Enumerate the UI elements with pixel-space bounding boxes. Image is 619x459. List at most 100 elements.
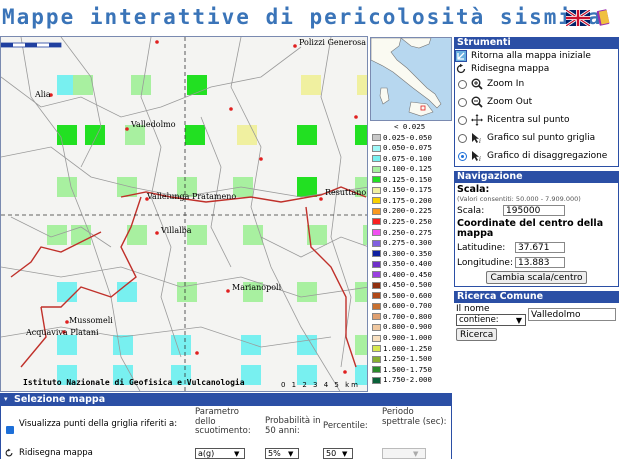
zoom-out-label: Zoom Out [487,97,533,107]
legend-swatch [372,207,381,215]
change-scale-center-button[interactable]: Cambia scala/centro [486,271,587,284]
disaggregation-chart-option[interactable]: i Grafico di disaggregazione [455,147,618,165]
legend-item: 1.500-1.750 [372,365,432,374]
grid-chart-option[interactable]: i Grafico sul punto griglia [455,129,618,147]
grid-cell[interactable] [241,365,261,385]
grid-cell[interactable] [117,177,137,197]
grid-cell[interactable] [297,125,317,145]
redraw-map-button[interactable]: Ridisegna mappa [455,62,618,75]
grid-cell[interactable] [171,335,191,355]
grid-cell[interactable] [237,125,257,145]
show-points-checkbox[interactable] [6,426,14,434]
grid-cell[interactable] [297,282,317,302]
legend-swatch [372,302,381,310]
legend-item: 0.700-0.800 [372,312,432,321]
grid-cell[interactable] [297,335,317,355]
zoom-in-option[interactable]: Zoom In [455,75,618,93]
place-marianopoli: Marianopoli [232,283,282,292]
redraw-map-link[interactable]: Ridisegna mappa [19,448,93,458]
legend-item: 0.300-0.350 [372,249,432,258]
legend-item: 1.250-1.500 [372,355,432,363]
legend-swatch [372,197,381,205]
zoom-out-icon [471,96,483,108]
grid-cell[interactable] [125,125,145,145]
help-book-icon[interactable] [596,8,611,27]
grid-cell[interactable] [301,75,321,95]
zoom-out-option[interactable]: Zoom Out [455,93,618,111]
grid-cell[interactable] [117,282,137,302]
percentile-select[interactable]: 50 ▼ [323,448,353,459]
grid-cell[interactable] [57,177,77,197]
ricerca-header: Ricerca Comune [454,291,619,303]
zoom-in-radio[interactable] [458,79,467,89]
strumenti-header: Strumenti [454,37,619,49]
latitude-input[interactable] [515,242,565,253]
grid-cell[interactable] [363,225,368,245]
grid-cell[interactable] [57,365,77,385]
place-villalba: Villalba [161,226,192,235]
recenter-option[interactable]: Ricentra sul punto [455,111,618,129]
grid-cell[interactable] [297,365,317,385]
legend-swatch [372,355,381,363]
grid-cell[interactable] [57,335,77,355]
hazard-map[interactable]: Polizzi Generosa Alia Valledolmo Vallelu… [0,36,368,392]
legend-label: 0.150-0.175 [383,185,432,195]
legend-item: 0.275-0.300 [372,239,432,247]
chevron-down-icon: ▼ [342,449,348,458]
legend-label: 1.750-2.000 [383,375,432,385]
collapse-icon[interactable]: ▾ [4,395,8,403]
grid-cell[interactable] [113,335,133,355]
grid-cell[interactable] [73,75,93,95]
grid-cell[interactable] [85,125,105,145]
legend-item: 0.050-0.075 [372,144,432,152]
grid-cell[interactable] [127,225,147,245]
show-points-label: Visualizza punti della griglia riferiti … [19,419,178,429]
grid-cell[interactable] [171,365,191,385]
recenter-radio[interactable] [458,115,467,125]
grid-cell[interactable] [187,225,207,245]
grid-cell[interactable] [241,335,261,355]
grid-cell[interactable] [57,75,77,95]
recenter-label: Ricentra sul punto [487,115,570,125]
search-button[interactable]: Ricerca [456,328,498,341]
legend-label: 0.225-0.250 [383,216,432,226]
legend-swatch [372,366,381,374]
legend-label: 0.800-0.900 [383,322,432,332]
municipality-search-input[interactable] [528,308,616,321]
reset-map-button[interactable]: Ritorna alla mappa iniziale [455,49,618,62]
grid-cell[interactable] [185,125,205,145]
legend-item: 0.400-0.450 [372,270,432,279]
grid-cell[interactable] [355,282,368,302]
zoom-out-radio[interactable] [458,97,467,107]
grid-chart-label: Grafico sul punto griglia [487,133,596,143]
grid-cell[interactable] [355,125,368,145]
grid-cell[interactable] [187,75,207,95]
grid-cell[interactable] [307,225,327,245]
uk-flag-icon[interactable] [566,10,590,26]
grid-cell[interactable] [177,177,197,197]
scale-input[interactable] [503,205,565,216]
map-attribution: Istituto Nazionale di Geofisica e Vulcan… [23,378,245,387]
grid-cell[interactable] [243,282,263,302]
legend-label: 0.350-0.400 [383,259,432,269]
grid-cell[interactable] [57,282,77,302]
grid-chart-radio[interactable] [458,133,467,143]
grid-cell[interactable] [357,75,368,95]
period-select[interactable]: ▼ [382,448,426,459]
grid-cell[interactable] [243,225,263,245]
place-acquaviva-platani: Acquaviva Platani [26,328,99,337]
param-select[interactable]: a(g) ▼ [195,448,245,459]
zoom-in-label: Zoom In [487,79,525,89]
grid-cell[interactable] [355,177,368,197]
grid-cell[interactable] [355,335,368,355]
probability-select[interactable]: 5% ▼ [265,448,299,459]
grid-cell[interactable] [297,177,317,197]
grid-cell[interactable] [131,75,151,95]
disaggregation-chart-radio[interactable] [458,151,467,161]
overview-map[interactable] [370,37,452,121]
grid-cell[interactable] [355,365,368,385]
match-mode-select[interactable]: contiene: ▼ [456,314,526,326]
scale-label: Scala: [457,205,485,216]
legend-item: 0.450-0.500 [372,281,432,289]
longitude-input[interactable] [515,257,565,268]
